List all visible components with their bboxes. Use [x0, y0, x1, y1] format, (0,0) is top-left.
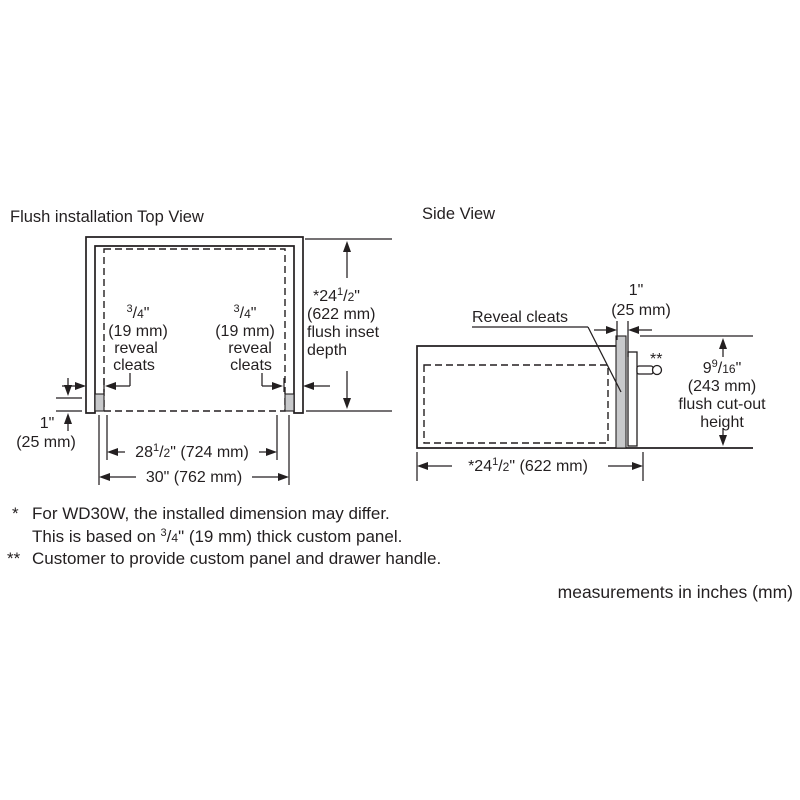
arrowhead-up: [719, 338, 727, 349]
depth-value-mm: (622 mm): [307, 306, 375, 323]
units-note: measurements in inches (mm): [558, 582, 793, 602]
left-cleat-dimension: [62, 373, 131, 392]
left-cleat-size: 3/4": [127, 303, 150, 322]
flush-inset-depth-dimension: *241/2" (622 mm) flush inset depth: [305, 238, 392, 412]
footnote-1-line-2: This is based on 3/4" (19 mm) thick cust…: [32, 527, 402, 546]
left-cleat-label: 3/4" (19 mm) reveal cleats: [108, 303, 168, 374]
side-view-cabinet-outline: [416, 345, 753, 449]
arrowhead-left: [105, 382, 116, 390]
outer-width-dimension: 30" (762 mm): [98, 415, 290, 486]
one-inch-label: 1": [40, 415, 55, 432]
outer-width-value: 30" (762 mm): [146, 469, 242, 486]
arrowhead-left: [417, 462, 428, 470]
arrowhead-left: [303, 382, 314, 390]
handle-footnote-marker: **: [650, 351, 662, 368]
side-view-one-inch-dimension: 1" (25 mm): [594, 282, 671, 357]
top-view-appliance-dashed-outline: [103, 248, 286, 412]
top-view-left-cleat: [94, 393, 105, 412]
side-depth-value: *241/2" (622 mm): [468, 456, 588, 475]
cutout-height-mm: (243 mm): [688, 378, 756, 395]
drawer-handle: [636, 364, 663, 376]
left-cleat-word2: cleats: [113, 357, 155, 374]
inner-width-value: 281/2" (724 mm): [135, 442, 249, 461]
right-cleat-word1: reveal: [228, 340, 272, 357]
inner-width-dimension: 281/2" (724 mm): [106, 415, 278, 461]
side-view-title: Side View: [422, 205, 495, 223]
handle-knob: [651, 364, 663, 376]
left-cleat-word1: reveal: [114, 340, 158, 357]
top-view-cabinet-walls: [85, 236, 304, 414]
side-view-depth-dimension: *241/2" (622 mm): [416, 452, 644, 481]
flush-cutout-height-dimension: 99/16" (243 mm) flush cut-out height: [640, 335, 766, 446]
footnote-marker-1: *: [12, 504, 19, 523]
top-view-right-cleat: [284, 393, 295, 412]
left-cleat-size-mm: (19 mm): [108, 323, 168, 340]
footnote-2: Customer to provide custom panel and dra…: [32, 549, 441, 568]
top-view-title: Flush installation Top View: [10, 208, 204, 226]
arrowhead-right: [272, 382, 283, 390]
arrowhead-down: [719, 435, 727, 446]
depth-caption-2: depth: [307, 342, 347, 359]
cutout-height-value: 99/16": [703, 358, 742, 377]
side-view: Side View ** Reveal cleats 1" (25 mm): [416, 205, 766, 481]
arrowhead-right: [632, 462, 643, 470]
arrowhead-left: [99, 473, 110, 481]
footnote-1-line-1: For WD30W, the installed dimension may d…: [32, 504, 390, 523]
one-inch-mm-label: (25 mm): [16, 434, 76, 451]
arrowhead-left: [628, 326, 639, 334]
one-inch-mm-label: (25 mm): [611, 302, 671, 319]
right-cleat-size: 3/4": [234, 303, 257, 322]
cutout-height-caption-2: height: [700, 414, 744, 431]
top-view-one-inch-dimension: 1" (25 mm): [16, 378, 82, 451]
arrowhead-right: [606, 326, 617, 334]
side-view-appliance-dashed-outline: [423, 364, 609, 444]
one-inch-label: 1": [629, 282, 644, 299]
arrowhead-up: [343, 241, 351, 252]
arrowhead-right: [278, 473, 289, 481]
reveal-cleats-label: Reveal cleats: [472, 309, 568, 326]
leader-line: [587, 326, 622, 393]
arrowhead-down: [343, 398, 351, 409]
cutout-height-caption-1: flush cut-out: [678, 396, 766, 413]
depth-caption-1: flush inset: [307, 324, 380, 341]
depth-value: *241/2": [313, 286, 360, 305]
right-cleat-label: 3/4" (19 mm) reveal cleats: [215, 303, 275, 374]
right-cleat-word2: cleats: [230, 357, 272, 374]
footnotes: * For WD30W, the installed dimension may…: [7, 504, 441, 568]
arrowhead-right: [266, 448, 277, 456]
arrowhead-down: [64, 385, 72, 396]
top-view: Flush installation Top View 3/4" (19 mm)…: [10, 208, 392, 486]
right-cleat-size-mm: (19 mm): [215, 323, 275, 340]
arrowhead-right: [75, 382, 86, 390]
arrowhead-left: [107, 448, 118, 456]
footnote-marker-2: **: [7, 549, 21, 568]
right-cleat-dimension: [261, 373, 330, 392]
reveal-cleats-callout: Reveal cleats: [472, 309, 622, 393]
side-view-custom-panel: [627, 351, 638, 447]
